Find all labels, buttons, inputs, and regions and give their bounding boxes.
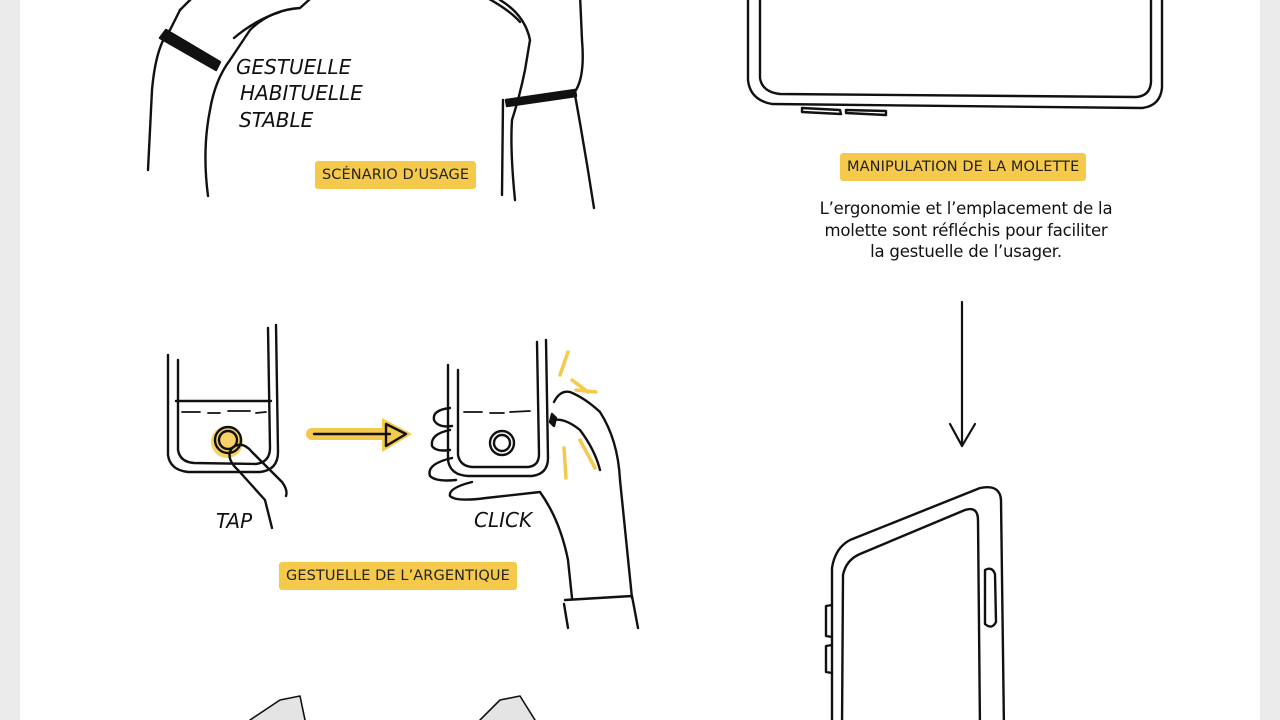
handwritten-gesture-line3: STABLE bbox=[239, 108, 314, 132]
handwritten-click: CLICK bbox=[474, 508, 534, 532]
wheel-handling-label: MANIPULATION DE LA MOLETTE bbox=[840, 153, 1087, 181]
handwritten-gesture-line2: HABITUELLE bbox=[240, 81, 363, 105]
usage-scenario-sketch bbox=[146, 0, 596, 210]
tap-gesture-sketch bbox=[166, 323, 288, 530]
device-bottom-sketch bbox=[746, 0, 1164, 117]
arrow-down-icon bbox=[948, 300, 977, 448]
arrow-right-icon bbox=[306, 418, 412, 452]
sketch-illustrations: GESTUELLE HABITUELLE STABLE TAP CLICK bbox=[146, 0, 1164, 720]
handwritten-tap: TAP bbox=[216, 509, 253, 533]
bottom-partial-sketch bbox=[249, 695, 536, 720]
handwritten-notes: GESTUELLE HABITUELLE STABLE TAP CLICK bbox=[216, 55, 534, 533]
handwritten-gesture-line1: GESTUELLE bbox=[236, 55, 352, 79]
wheel-description-caption: L’ergonomie et l’emplacement de la molet… bbox=[819, 199, 1113, 261]
device-side-wheel-sketch bbox=[824, 486, 1006, 720]
usage-scenario-label: SCÉNARIO D’USAGE bbox=[315, 161, 477, 189]
illustration-page: GESTUELLE HABITUELLE STABLE TAP CLICK SC… bbox=[20, 0, 1260, 720]
click-gesture-sketch bbox=[428, 338, 640, 630]
analog-gesture-label: GESTUELLE DE L’ARGENTIQUE bbox=[279, 562, 517, 590]
